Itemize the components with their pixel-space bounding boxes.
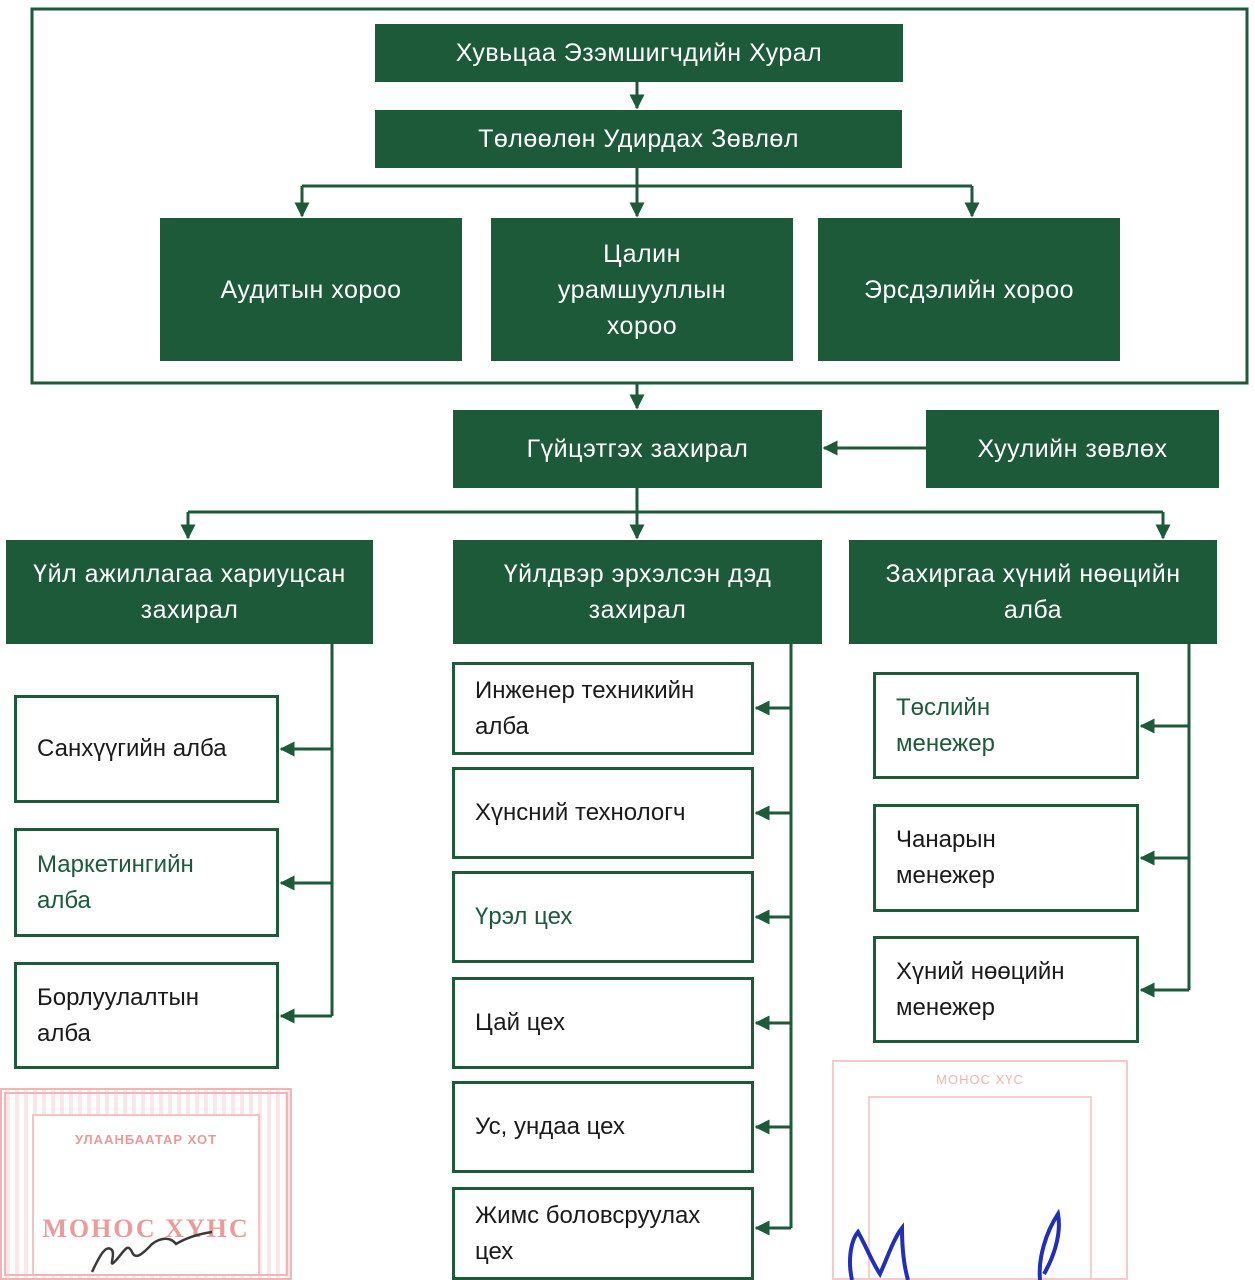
node-sales: Борлуулалтын алба — [14, 962, 279, 1069]
governance-frame — [30, 7, 1249, 385]
node-audit-committee: Аудитын хороо — [160, 218, 462, 361]
node-legal-advisor: Хуулийн зөвлөх — [926, 410, 1219, 488]
node-water-workshop: Ус, ундаа цех — [452, 1081, 754, 1173]
company-stamp-left: УЛААНБААТАР ХОТ МОНОС ХҮНС — [0, 1088, 292, 1280]
node-production-director: Үйлдвэр эрхэлсэн дэд захирал — [453, 540, 822, 644]
node-ceo: Гүйцэтгэх захирал — [453, 410, 822, 488]
node-quality-manager: Чанарын менежер — [873, 804, 1139, 912]
node-project-manager: Төслийн менежер — [873, 672, 1139, 779]
node-salary-committee: Цалин урамшууллын хороо — [491, 218, 793, 361]
node-fermentation-workshop: Үрэл цех — [452, 871, 754, 963]
node-shareholders: Хувьцаа Эзэмшигчдийн Хурал — [375, 24, 903, 82]
node-risk-committee: Эрсдэлийн хороо — [818, 218, 1120, 361]
node-fruit-workshop: Жимс боловсруулах цех — [452, 1187, 754, 1280]
node-hr-manager: Хүний нөөцийн менежер — [873, 936, 1139, 1043]
node-operations-director: Үйл ажиллагаа хариуцсан захирал — [6, 540, 373, 644]
node-admin-hr: Захиргаа хүний нөөцийн алба — [849, 540, 1217, 644]
node-finance: Санхүүгийн алба — [14, 695, 279, 803]
stamp-company-text: МОНОС ХҮНС — [42, 1214, 250, 1243]
node-tea-workshop: Цай цех — [452, 977, 754, 1069]
node-board: Төлөөлөн Удирдах Зөвлөл — [375, 110, 902, 168]
node-food-technologist: Хүнсний технологч — [452, 767, 754, 859]
stamp-city-text: УЛААНБААТАР ХОТ — [74, 1132, 218, 1147]
company-stamp-right: МОНОС ХҮС — [832, 1060, 1128, 1280]
connectors — [180, 82, 1191, 1236]
node-marketing: Маркетингийн алба — [14, 828, 279, 937]
node-engineering: Инженер техникийн алба — [452, 662, 754, 755]
stamp-right-text: МОНОС ХҮС — [936, 1072, 1024, 1087]
